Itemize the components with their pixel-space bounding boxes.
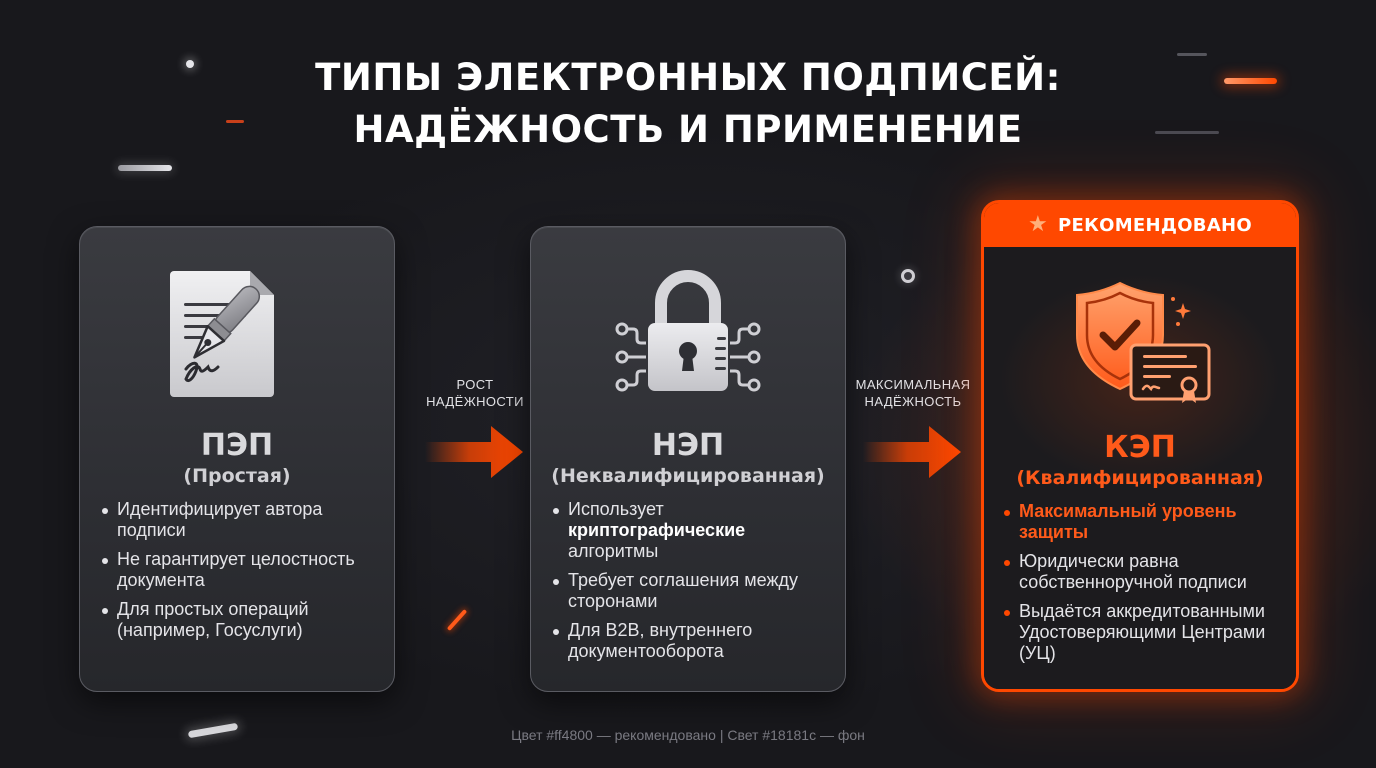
bullet-item: Юридически равна собственноручной подпис… xyxy=(1004,551,1282,593)
decorative-streak xyxy=(1224,78,1277,84)
card-kep-bullets: Максимальный уровень защиты Юридически р… xyxy=(1004,501,1282,672)
card-kep-abbr: КЭП xyxy=(1104,430,1176,465)
card-kep-subtitle: (Квалифицированная) xyxy=(1016,467,1264,489)
bullet-item: Максимальный уровень защиты xyxy=(1004,501,1282,543)
bullet-item: Для B2B, внутреннего документооборота xyxy=(553,620,831,662)
shield-check-certificate-icon xyxy=(1076,281,1211,403)
card-pep: ПЭП (Простая) Идентифицирует автора подп… xyxy=(79,226,395,692)
title-line-2: НАДЁЖНОСТЬ И ПРИМЕНЕНИЕ xyxy=(353,108,1023,151)
card-pep-subtitle: (Простая) xyxy=(183,465,291,487)
arrow-label-line2: НАДЁЖНОСТЬ xyxy=(864,394,962,409)
padlock-circuit-icon xyxy=(615,270,761,392)
decorative-streak xyxy=(1177,53,1207,56)
decorative-streak xyxy=(446,609,468,631)
bullet-item: Идентифицирует автора подписи xyxy=(102,499,380,541)
arrow-label-line1: РОСТ xyxy=(456,377,494,392)
arrow-label-line2: НАДЁЖНОСТИ xyxy=(426,394,524,409)
decorative-ring xyxy=(901,269,915,283)
card-nep: НЭП (Неквалифицированная) Использует кри… xyxy=(530,226,846,692)
decorative-dot xyxy=(186,60,194,68)
page-title: ТИПЫ ЭЛЕКТРОННЫХ ПОДПИСЕЙ: НАДЁЖНОСТЬ И … xyxy=(0,52,1376,156)
card-kep: ★ РЕКОМЕНДОВАНО xyxy=(981,200,1299,692)
card-pep-bullets: Идентифицирует автора подписи Не гаранти… xyxy=(102,499,380,649)
card-nep-abbr: НЭП xyxy=(651,428,725,463)
document-signature-pen-icon xyxy=(170,271,274,397)
arrow-right-icon xyxy=(425,426,523,478)
arrow-max-reliability: МАКСИМАЛЬНАЯ НАДЁЖНОСТЬ xyxy=(848,376,978,480)
card-nep-bullets: Использует криптографические алгоритмы Т… xyxy=(553,499,831,670)
arrow-right-icon xyxy=(863,426,961,478)
star-icon: ★ xyxy=(1027,212,1048,237)
badge-label: РЕКОМЕНДОВАНО xyxy=(1058,214,1253,236)
title-line-1: ТИПЫ ЭЛЕКТРОННЫХ ПОДПИСЕЙ: xyxy=(315,56,1061,99)
decorative-streak xyxy=(226,120,244,123)
bullet-item: Использует криптографические алгоритмы xyxy=(553,499,831,562)
card-pep-abbr: ПЭП xyxy=(200,428,274,463)
bullet-item: Требует соглашения между сторонами xyxy=(553,570,831,612)
bullet-item: Для простых операций (например, Госуслуг… xyxy=(102,599,380,641)
arrow-label-line1: МАКСИМАЛЬНАЯ xyxy=(855,377,971,392)
footer-legend: Цвет #ff4800 — рекомендовано | Свет #181… xyxy=(511,727,865,743)
bullet-item: Выдаётся аккредитованными Удостоверяющим… xyxy=(1004,601,1282,664)
decorative-streak xyxy=(118,165,172,171)
card-nep-subtitle: (Неквалифицированная) xyxy=(551,465,825,487)
bullet-item: Не гарантирует целостность документа xyxy=(102,549,380,591)
arrow-reliability-growth: РОСТ НАДЁЖНОСТИ xyxy=(410,376,540,480)
recommended-badge: ★ РЕКОМЕНДОВАНО xyxy=(984,203,1296,247)
decorative-streak xyxy=(1155,131,1219,134)
